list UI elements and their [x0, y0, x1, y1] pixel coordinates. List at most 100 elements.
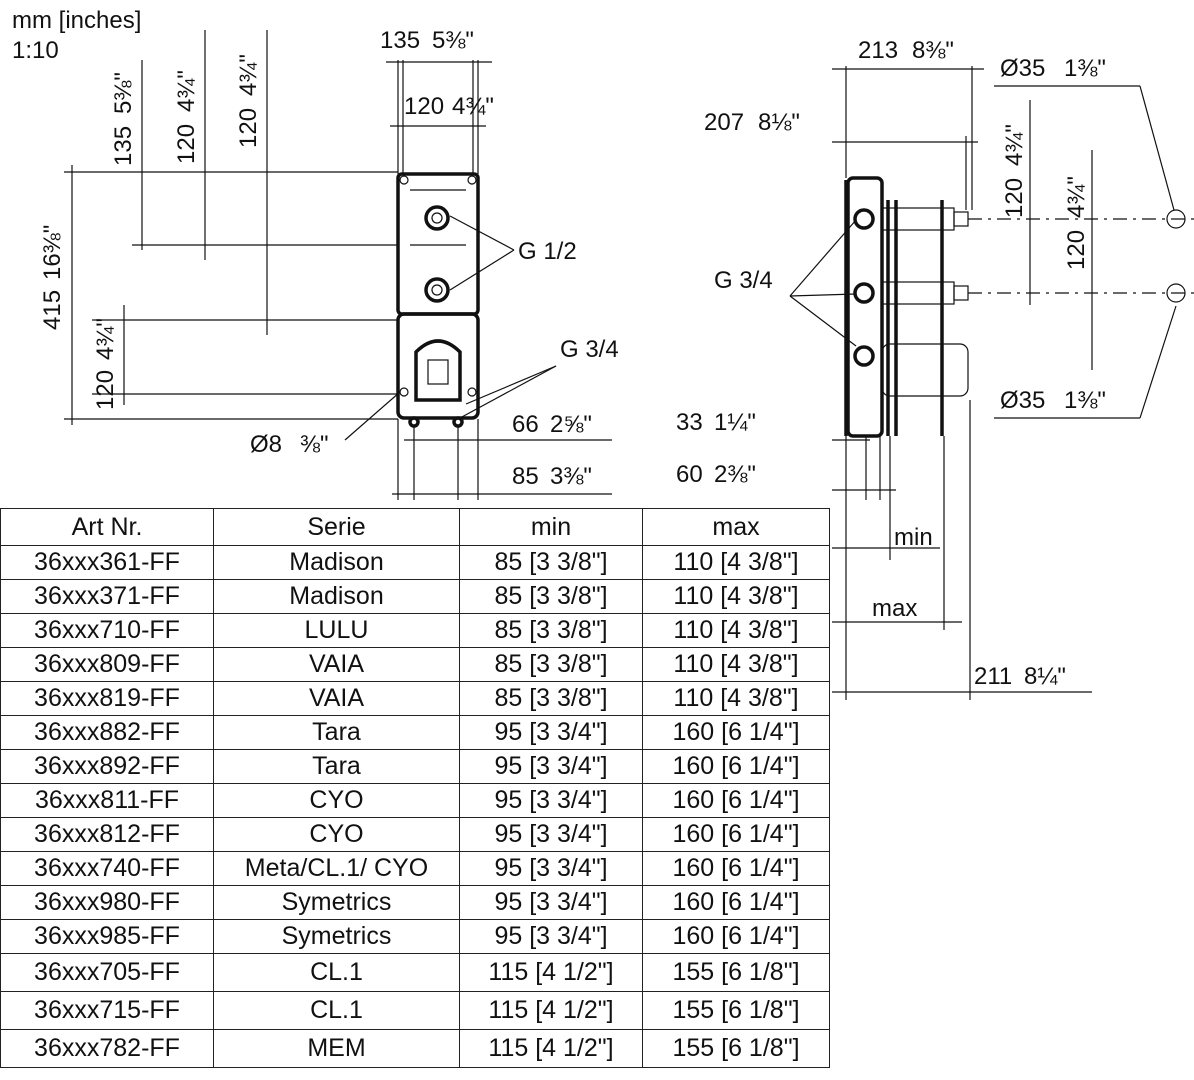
- thermostat-module: [414, 339, 462, 402]
- front-dim-left-135: 135: [110, 126, 137, 166]
- thermostat-cartridge: [881, 343, 969, 397]
- front-dim-bot-85-in: 3⅜": [550, 463, 592, 490]
- min-cell: 95 [3 3/4"]: [459, 885, 643, 920]
- serie-cell: Madison: [213, 545, 460, 580]
- front-dim-left-120a: 120: [173, 124, 200, 164]
- min-cell: 95 [3 3/4"]: [459, 851, 643, 886]
- front-dim-left-120c-in: 4¾": [92, 318, 119, 360]
- min-cell: 115 [4 1/2"]: [459, 991, 643, 1030]
- serie-cell: CL.1: [213, 953, 460, 992]
- side-dim-120a-in: 4¾": [1001, 124, 1028, 166]
- art-nr-cell: 36xxx882-FF: [0, 715, 214, 750]
- min-cell: 115 [4 1/2"]: [459, 953, 643, 992]
- max-cell: 110 [4 3/8"]: [642, 579, 830, 614]
- front-dim-hole: Ø8: [250, 431, 282, 458]
- side-dim-60: 60: [676, 461, 703, 488]
- max-cell: 160 [6 1/4"]: [642, 783, 830, 818]
- min-cell: 95 [3 3/4"]: [459, 783, 643, 818]
- max-cell: 160 [6 1/4"]: [642, 885, 830, 920]
- art-nr-cell: 36xxx985-FF: [0, 919, 214, 954]
- max-cell: 160 [6 1/4"]: [642, 749, 830, 784]
- min-cell: 85 [3 3/8"]: [459, 647, 643, 682]
- scale-note: 1:10: [12, 37, 59, 64]
- art-nr-cell: 36xxx812-FF: [0, 817, 214, 852]
- front-dim-top-135-in: 5⅜": [432, 27, 474, 54]
- side-dim-120b: 120: [1063, 230, 1090, 270]
- art-nr-cell: 36xxx710-FF: [0, 613, 214, 648]
- max-cell: 155 [6 1/8"]: [642, 991, 830, 1030]
- serie-cell: LULU: [213, 613, 460, 648]
- art-nr-cell: 36xxx811-FF: [0, 783, 214, 818]
- max-cell: 160 [6 1/4"]: [642, 817, 830, 852]
- serie-cell: Meta/CL.1/ CYO: [213, 851, 460, 886]
- art-nr-cell: 36xxx809-FF: [0, 647, 214, 682]
- front-dim-top-135: 135: [380, 27, 420, 54]
- art-nr-cell: 36xxx782-FF: [0, 1029, 214, 1068]
- side-dim-60-in: 2⅜": [714, 461, 756, 488]
- max-cell: 160 [6 1/4"]: [642, 851, 830, 886]
- side-dim-dia-bot-in: 1⅜": [1064, 387, 1106, 414]
- serie-cell: MEM: [213, 1029, 460, 1068]
- serie-cell: VAIA: [213, 681, 460, 716]
- upper-valve-port: [424, 205, 450, 231]
- max-cell: 160 [6 1/4"]: [642, 919, 830, 954]
- min-cell: 95 [3 3/4"]: [459, 749, 643, 784]
- max-cell: 155 [6 1/8"]: [642, 953, 830, 992]
- side-housing: [846, 176, 884, 438]
- front-dim-left-415: 415: [39, 290, 66, 330]
- side-dim-120b-in: 4¾": [1063, 176, 1090, 218]
- front-dim-bot-66: 66: [512, 411, 539, 438]
- side-dim-dia-bot: Ø35: [1000, 387, 1045, 414]
- min-cell: 95 [3 3/4"]: [459, 919, 643, 954]
- max-cell: 110 [4 3/8"]: [642, 613, 830, 648]
- min-cell: 95 [3 3/4"]: [459, 715, 643, 750]
- max-cell: 160 [6 1/4"]: [642, 715, 830, 750]
- serie-cell: Madison: [213, 579, 460, 614]
- max-cell: 110 [4 3/8"]: [642, 545, 830, 580]
- serie-cell: Tara: [213, 715, 460, 750]
- side-dim-213: 213: [858, 37, 898, 64]
- header-serie: Serie: [213, 508, 460, 546]
- front-dim-left-135-in: 5⅜": [110, 72, 137, 114]
- units-note: mm [inches]: [12, 7, 141, 34]
- serie-cell: CYO: [213, 783, 460, 818]
- art-nr-cell: 36xxx705-FF: [0, 953, 214, 992]
- side-dim-207-in: 8⅛": [758, 109, 800, 136]
- serie-cell: VAIA: [213, 647, 460, 682]
- port-circle-top: [1166, 209, 1186, 229]
- max-cell: 155 [6 1/8"]: [642, 1029, 830, 1068]
- side-dim-120a: 120: [1001, 178, 1028, 218]
- front-label-g34: G 3/4: [560, 336, 619, 363]
- art-nr-cell: 36xxx715-FF: [0, 991, 214, 1030]
- min-cell: 85 [3 3/8"]: [459, 613, 643, 648]
- side-label-g34: G 3/4: [714, 267, 773, 294]
- side-dim-dia-top: Ø35: [1000, 55, 1045, 82]
- front-dim-top-120-in: 4¾": [452, 93, 494, 120]
- side-label-min: min: [894, 524, 933, 551]
- front-dim-left-415-in: 16⅜": [39, 225, 66, 280]
- front-dim-bot-66-in: 2⅝": [550, 411, 592, 438]
- art-nr-cell: 36xxx980-FF: [0, 885, 214, 920]
- front-dim-left-120b: 120: [235, 108, 262, 148]
- side-dim-dia-top-in: 1⅜": [1064, 55, 1106, 82]
- front-dim-hole-in: ⅜": [300, 431, 329, 458]
- max-cell: 110 [4 3/8"]: [642, 681, 830, 716]
- front-housing-lower: [396, 312, 480, 420]
- header-max: max: [642, 508, 830, 546]
- front-housing-upper: [396, 172, 480, 316]
- art-nr-cell: 36xxx371-FF: [0, 579, 214, 614]
- min-cell: 115 [4 1/2"]: [459, 1029, 643, 1068]
- middle-valve-port: [424, 277, 450, 303]
